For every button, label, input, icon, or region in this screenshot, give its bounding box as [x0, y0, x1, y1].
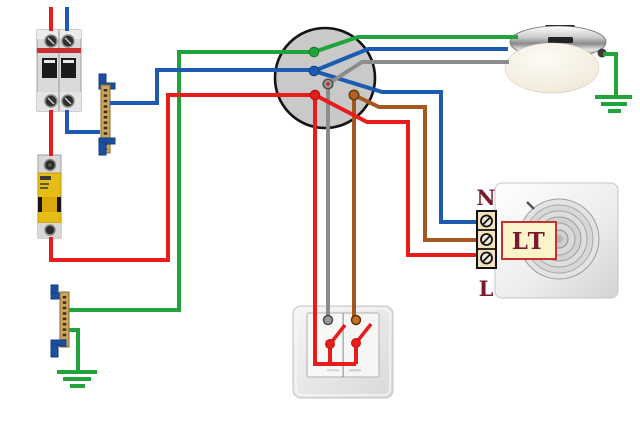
brand-mark [40, 176, 51, 180]
wire-red-junction-to-switch-feed [313, 95, 356, 366]
wire-red-junction-to-fan-l [314, 93, 480, 257]
wire-blue-junction-to-fan-n [313, 69, 480, 224]
toggle-side [38, 197, 42, 212]
fan-neutral-label: N [476, 185, 495, 210]
switch-rocker-right[interactable] [344, 314, 378, 376]
wire-gray-junction-to-light [326, 60, 509, 86]
ground-busbar [50, 284, 70, 358]
wire-blue-busbar-to-junction [110, 68, 314, 105]
wire-green-junction-to-light [313, 35, 518, 54]
wire-blue-junction-to-light [313, 47, 508, 73]
switch-hinge-left [325, 339, 335, 349]
toggle-side [57, 197, 61, 212]
junction-dot-gray-center [326, 82, 330, 86]
rating-mark [40, 187, 48, 189]
fan-grille-mark [526, 201, 535, 210]
terminal-screw-slot [482, 235, 491, 244]
screw-slot [47, 97, 55, 105]
junction-dot-green [308, 46, 320, 58]
ceiling-light [504, 25, 607, 94]
breaker1p-toggle[interactable] [38, 197, 61, 212]
double-pole-breaker [36, 29, 82, 112]
breaker2p-red-stripe [37, 48, 81, 53]
switch-frame-highlight [295, 308, 391, 396]
wire-blue-breaker-to-busbar [65, 110, 100, 134]
switch-rocker-mark-left [327, 369, 339, 372]
screw-slot [47, 37, 55, 45]
light-ring-clip [548, 37, 573, 43]
fan-timer-box [501, 221, 557, 260]
busbar-cap-bottom [98, 141, 107, 156]
switch-hinge-right [351, 338, 361, 348]
screw-slot [64, 37, 72, 45]
neutral-busbar [98, 73, 116, 156]
two-gang-switch [292, 305, 394, 399]
switch-rocker-mark-right [349, 369, 361, 372]
rating-mark [40, 183, 49, 185]
wire-brown-junction-to-fan-timer [353, 93, 480, 242]
breaker1p-screw-bottom [44, 224, 56, 236]
toggle-mark [44, 60, 55, 63]
wire-green-groundbar-to-junction [69, 50, 314, 312]
fan-live-label: L [479, 276, 494, 301]
switch-terminal-brown [350, 314, 362, 326]
junction-dot-blue [308, 65, 320, 77]
switch-terminal-gray [322, 314, 334, 326]
wire-green-groundbar-to-ground [69, 328, 80, 372]
single-pole-breaker [37, 154, 62, 239]
terminal-screw-slot [482, 216, 491, 226]
dot-layer [308, 46, 362, 349]
fan-terminal-block [476, 210, 497, 269]
screw-slot [64, 97, 72, 105]
busbar-cap-bottom-foot [98, 137, 116, 145]
fan-timer-badge: LT [501, 221, 557, 260]
junction-box [273, 26, 377, 130]
wire-green-light-to-ground [603, 52, 618, 97]
screw-center [48, 163, 52, 167]
junction-dot-brown [348, 89, 360, 101]
junction-dot-red [309, 89, 321, 101]
wire-red-breaker-to-junction [49, 93, 315, 262]
toggle-mark [63, 60, 74, 63]
groundbar-cap-bottom [50, 343, 59, 358]
light-glass-dome [504, 42, 600, 94]
terminal-screw-slot [482, 253, 491, 263]
fan-timer-label: LT [512, 228, 546, 255]
